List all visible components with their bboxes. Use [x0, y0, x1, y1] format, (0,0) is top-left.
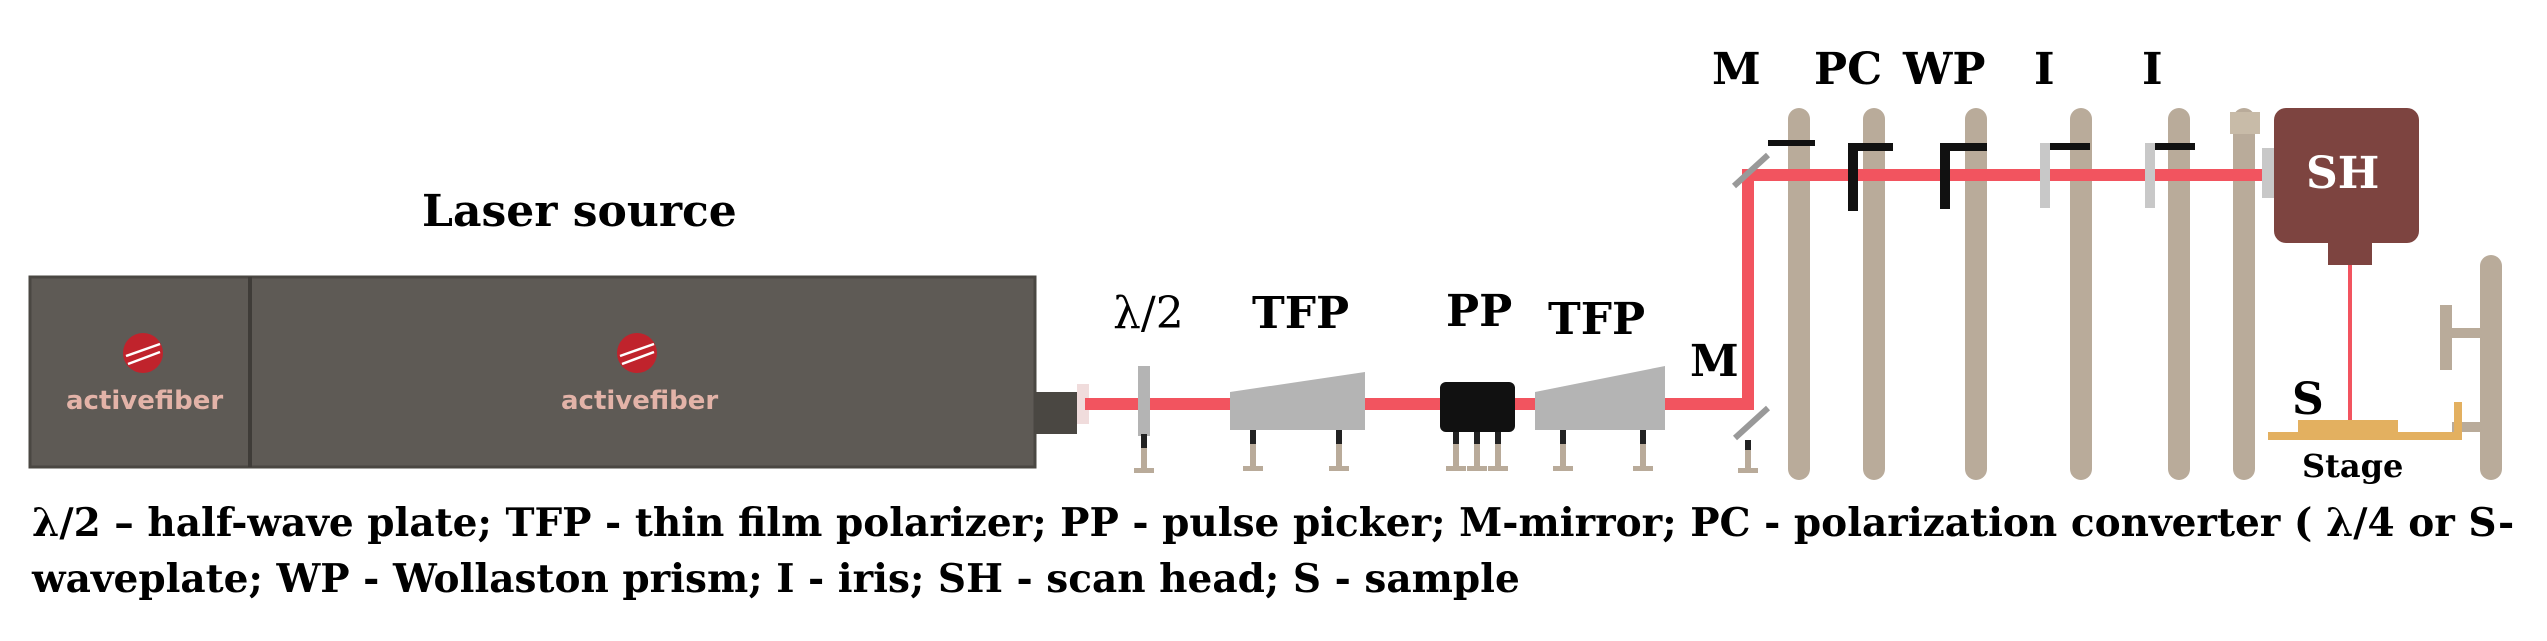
iris-2 [2145, 143, 2195, 208]
pulse-picker [1440, 382, 1515, 471]
thin-film-polarizer-2 [1535, 366, 1665, 471]
mirror-lower [1732, 405, 1771, 473]
brand-text-right: activefiber [561, 386, 719, 416]
tfp-2-label: TFP [1548, 294, 1646, 345]
laser-source-label: Laser source [422, 186, 737, 237]
laser-source-housing [28, 275, 1089, 469]
brand-logo-left [123, 333, 163, 373]
figure-legend: λ/2 – half-wave plate; TFP - thin film p… [32, 500, 2515, 602]
sample-stage [2268, 402, 2462, 440]
iris-1 [2040, 143, 2090, 208]
wollaston-prism-label: WP [1903, 44, 1986, 95]
polarization-converter [1848, 143, 1893, 211]
iris-2-label: I [2142, 44, 2163, 95]
brand-text-left: activefiber [66, 386, 224, 416]
vertical-posts [1788, 108, 2502, 480]
brand-logo-right [617, 333, 657, 373]
tfp-1-label: TFP [1252, 288, 1350, 339]
pulse-picker-label: PP [1446, 286, 1513, 337]
iris-1-label: I [2034, 44, 2055, 95]
half-wave-plate-label: λ/2 [1113, 288, 1184, 339]
wollaston-prism [1940, 143, 1987, 209]
scan-head [2230, 108, 2419, 265]
scan-head-label: SH [2306, 148, 2380, 199]
half-wave-plate [1134, 366, 1154, 473]
thin-film-polarizer-1 [1230, 372, 1365, 471]
mirror-top [1731, 140, 1815, 189]
mirror-lower-label: M [1690, 336, 1739, 387]
mirror-top-label: M [1712, 44, 1761, 95]
sample-label: S [2292, 374, 2324, 425]
stage-label: Stage [2302, 447, 2404, 485]
polarization-converter-label: PC [1814, 44, 1883, 95]
